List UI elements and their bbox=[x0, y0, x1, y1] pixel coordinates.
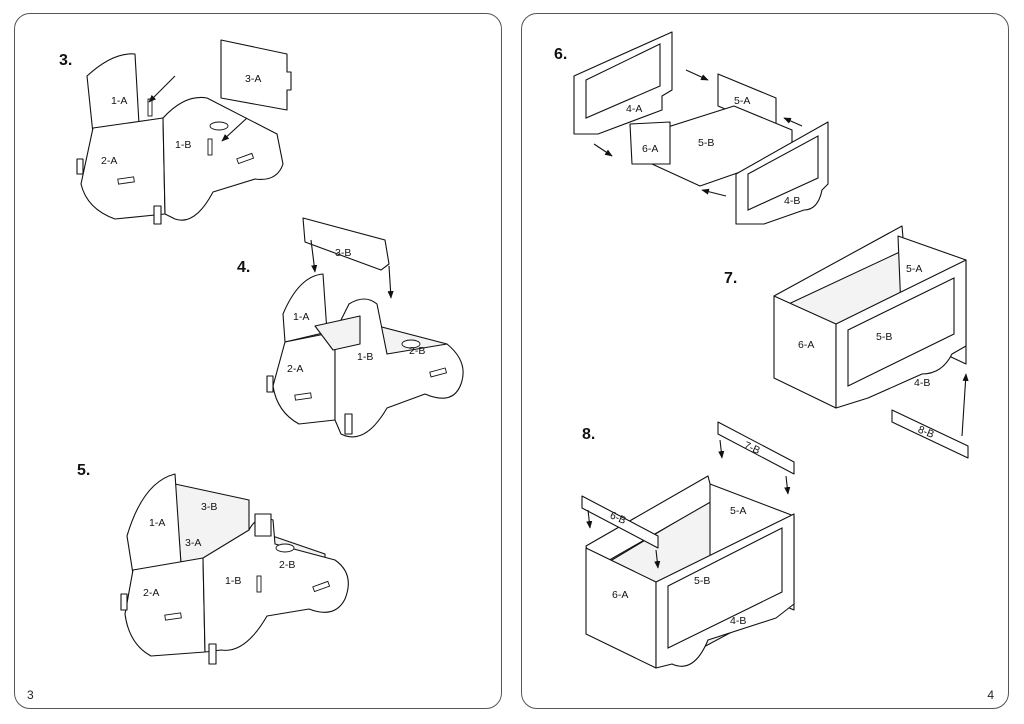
label-5-1a: 1-A bbox=[149, 517, 165, 529]
label-6-5b: 5-B bbox=[698, 137, 714, 149]
step-label-7: 7. bbox=[724, 270, 738, 287]
page-3: 1-A 3-A 1-B 2-A 3-B 1-A 1-B 2-B 2-A 1-A … bbox=[14, 13, 502, 709]
page-number: 4 bbox=[987, 688, 994, 702]
label-8-4b: 4-B bbox=[730, 615, 746, 627]
page-number: 3 bbox=[27, 688, 34, 702]
label-4-1a: 1-A bbox=[293, 311, 309, 323]
step-label-8: 8. bbox=[582, 426, 596, 443]
label-5-3b: 3-B bbox=[201, 501, 217, 513]
label-5-3a: 3-A bbox=[185, 537, 201, 549]
step-6-illustration bbox=[573, 31, 829, 225]
step-label-4: 4. bbox=[237, 259, 251, 276]
label-5-1b: 1-B bbox=[225, 575, 241, 587]
assembly-illustrations-page-3: 1-A 3-A 1-B 2-A 3-B 1-A 1-B 2-B 2-A 1-A … bbox=[76, 39, 464, 665]
label-7-5b: 5-B bbox=[876, 331, 892, 343]
assembly-illustrations-page-4: 4-A 5-A 6-A 5-B 4-B 5-A 6-A 5-B 4-B 8-B … bbox=[573, 31, 969, 669]
label-7-4b: 4-B bbox=[914, 377, 930, 389]
page-4: 4-A 5-A 6-A 5-B 4-B 5-A 6-A 5-B 4-B 8-B … bbox=[521, 13, 1009, 709]
label-6-6a: 6-A bbox=[642, 143, 658, 155]
step-5-illustration bbox=[120, 473, 349, 665]
step-label-3: 3. bbox=[59, 52, 73, 69]
label-5-2b: 2-B bbox=[279, 559, 295, 571]
label-8-5a: 5-A bbox=[730, 505, 746, 517]
label-5-2a: 2-A bbox=[143, 587, 159, 599]
step-8-illustration bbox=[581, 421, 795, 669]
label-4-2b: 2-B bbox=[409, 345, 425, 357]
label-3-2a: 2-A bbox=[101, 155, 117, 167]
label-6-4b: 4-B bbox=[784, 195, 800, 207]
label-3-1b: 1-B bbox=[175, 139, 191, 151]
label-4-2a: 2-A bbox=[287, 363, 303, 375]
label-3-1a: 1-A bbox=[111, 95, 127, 107]
label-7-6a: 6-A bbox=[798, 339, 814, 351]
label-8-5b: 5-B bbox=[694, 575, 710, 587]
label-7-5a: 5-A bbox=[906, 263, 922, 275]
label-7-8b: 8-B bbox=[916, 424, 936, 441]
label-4-1b: 1-B bbox=[357, 351, 373, 363]
label-3-3a: 3-A bbox=[245, 73, 261, 85]
label-8-6a: 6-A bbox=[612, 589, 628, 601]
label-4-3b: 3-B bbox=[335, 247, 351, 259]
step-label-5: 5. bbox=[77, 462, 91, 479]
label-6-5a: 5-A bbox=[734, 95, 750, 107]
label-6-4a: 4-A bbox=[626, 103, 642, 115]
step-7-illustration bbox=[773, 225, 969, 459]
step-4-illustration bbox=[266, 217, 464, 438]
step-label-6: 6. bbox=[554, 46, 568, 63]
step-3-illustration bbox=[76, 39, 292, 225]
